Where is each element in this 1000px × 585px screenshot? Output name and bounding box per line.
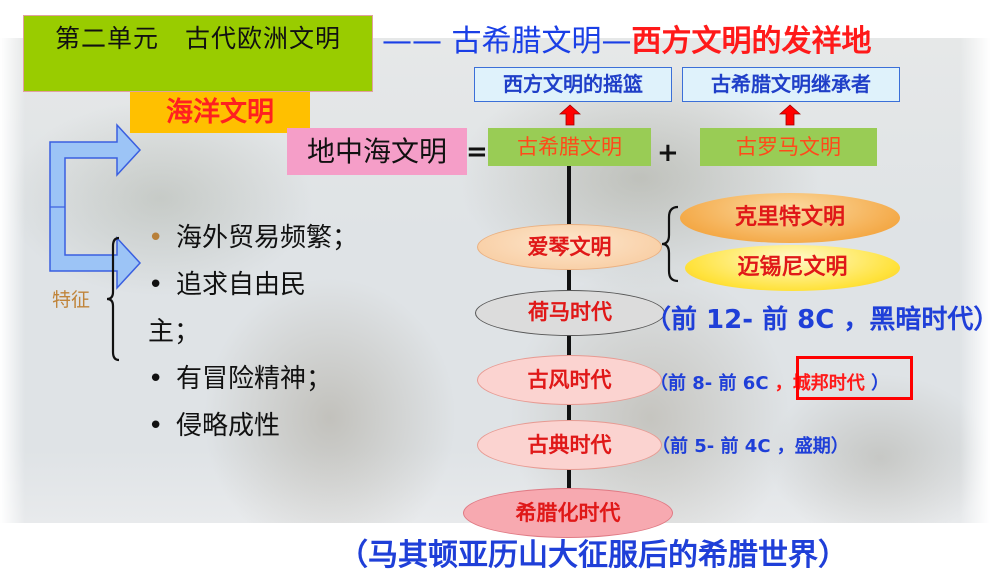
greek-heir-box: 古希腊文明继承者	[682, 67, 900, 102]
classical-age-ellipse: 古典时代	[477, 420, 662, 470]
aegean-civilization-ellipse: 爱琴文明	[477, 224, 662, 270]
homeric-age-period: （前 12- 前 8C ，黑暗时代）	[645, 305, 1000, 335]
headline-origin: 西方文明的发祥地	[631, 24, 872, 59]
ancient-greece-box: 古希腊文明	[488, 128, 651, 166]
hellenistic-age-note: （马其顿亚历山大征服后的希腊世界）	[338, 538, 848, 573]
hellenistic-age-ellipse: 希腊化时代	[463, 488, 673, 538]
archaic-period-suffix: ）	[864, 373, 890, 394]
city-state-highlight-box	[796, 356, 913, 400]
unit-title: 第二单元 古代欧洲文明	[23, 15, 373, 92]
blue-bent-arrow-icon	[49, 123, 142, 290]
ancient-rome-box: 古罗马文明	[700, 128, 877, 166]
ocean-civilization-label: 海洋文明	[130, 92, 310, 133]
plus-sign: +	[657, 138, 679, 168]
archaic-period-prefix: （前 8- 前 6C	[650, 373, 775, 394]
curly-brace-icon	[661, 205, 679, 283]
trait-item: •有冒险精神；	[148, 364, 333, 394]
homeric-age-ellipse: 荷马时代	[475, 290, 665, 336]
trait-item: •海外贸易频繁；	[148, 223, 359, 253]
mediterranean-civilization-label: 地中海文明	[287, 128, 467, 175]
equals-sign: =	[466, 137, 488, 167]
headline-greek: 古希腊文明—	[442, 24, 632, 59]
crete-civilization-ellipse: 克里特文明	[680, 193, 900, 243]
trait-item-wrap: 主；	[148, 317, 201, 347]
mycenae-civilization-ellipse: 迈锡尼文明	[685, 245, 900, 291]
trait-item: •侵略成性	[148, 411, 281, 441]
classical-age-period: （前 5- 前 4C ，盛期）	[652, 436, 849, 457]
traits-label: 特征	[52, 289, 91, 311]
red-up-arrow-icon	[559, 104, 581, 126]
cradle-of-west-box: 西方文明的摇篮	[474, 67, 672, 102]
trait-item: •追求自由民	[148, 270, 307, 300]
headline-dash: ——	[382, 24, 442, 59]
headline: —— 古希腊文明—西方文明的发祥地	[382, 22, 872, 62]
archaic-age-ellipse: 古风时代	[477, 355, 662, 405]
red-up-arrow-icon	[779, 104, 801, 126]
traits-list: •海外贸易频繁； •追求自由民 主； •有冒险精神； •侵略成性	[148, 215, 358, 450]
traits-brace-icon	[106, 236, 120, 362]
